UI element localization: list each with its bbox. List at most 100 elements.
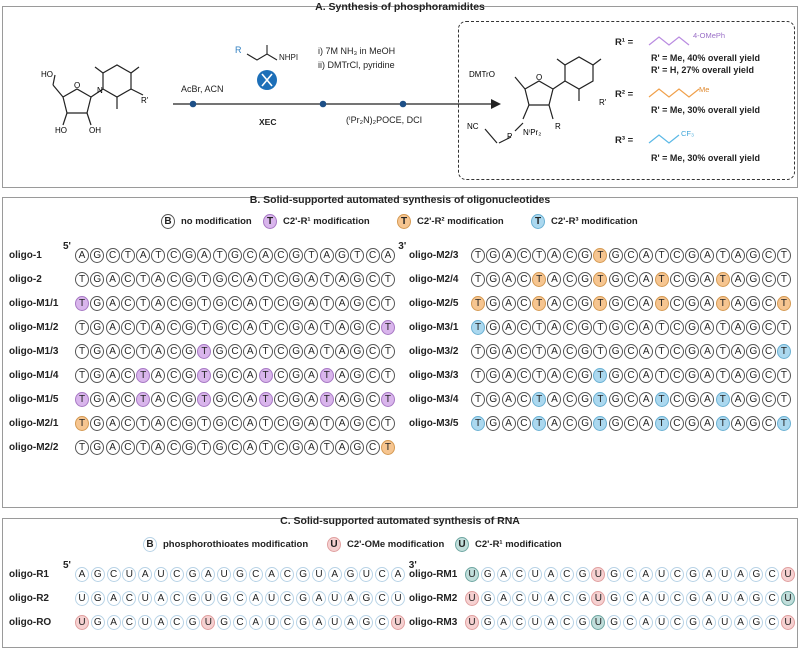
nucleotide: G xyxy=(749,591,764,606)
nucleotide: A xyxy=(380,248,395,263)
nucleotide: C xyxy=(365,272,380,287)
nucleotide: G xyxy=(746,368,761,383)
nucleotide: A xyxy=(151,272,166,287)
nucleotide: T xyxy=(471,272,485,287)
nucleotide: C xyxy=(623,296,638,311)
nucleotide: G xyxy=(575,591,590,606)
nucleotide: A xyxy=(501,296,516,311)
nucleotide: T xyxy=(593,344,608,359)
nucleotide: C xyxy=(562,392,577,407)
nucleotide: A xyxy=(335,344,350,359)
nucleotide: C xyxy=(166,296,181,311)
nucleotide: T xyxy=(136,440,151,455)
nucleotide: A xyxy=(105,440,120,455)
nucleotide: G xyxy=(232,567,247,582)
nucleotide: C xyxy=(669,368,684,383)
nucleotide: C xyxy=(166,344,181,359)
nucleotide: G xyxy=(350,296,365,311)
nucleotide: C xyxy=(669,272,684,287)
nucleotide: A xyxy=(153,591,168,606)
nucleotide: T xyxy=(654,248,669,263)
r1-chain xyxy=(648,36,690,46)
nucleotide: C xyxy=(169,615,184,630)
legend-swatch: B xyxy=(161,214,175,229)
r1-label: R¹ = xyxy=(615,37,634,48)
nucleotide: G xyxy=(686,567,701,582)
nucleotide: T xyxy=(776,272,791,287)
nucleotide: C xyxy=(761,296,776,311)
nucleotide: C xyxy=(227,416,242,431)
nucleotide: A xyxy=(304,320,319,335)
nucleotide: A xyxy=(639,272,654,287)
nucleotide: A xyxy=(496,615,511,630)
nucleotide: T xyxy=(258,296,273,311)
nucleotide: G xyxy=(578,296,593,311)
legend-swatch: B xyxy=(143,537,157,552)
nucleotide: T xyxy=(776,416,791,431)
uridine-structure: HO HO OH O N R' xyxy=(41,64,149,135)
nucleotide: T xyxy=(75,272,89,287)
nucleotide: A xyxy=(731,296,746,311)
nucleotide: U xyxy=(327,591,342,606)
nucleotide: T xyxy=(593,296,608,311)
nucleotide: G xyxy=(480,591,495,606)
nucleotide: C xyxy=(273,440,288,455)
nucleotide: A xyxy=(731,416,746,431)
nucleotide: G xyxy=(212,344,227,359)
nucleotide: G xyxy=(486,296,501,311)
nucleotide: A xyxy=(319,248,334,263)
nucleotide: U xyxy=(75,591,89,606)
nucleotide: U xyxy=(465,567,479,582)
nucleotide: T xyxy=(471,392,485,407)
nucleotide: A xyxy=(731,272,746,287)
nucleotide: T xyxy=(715,416,730,431)
nucleotide: G xyxy=(686,591,701,606)
nucleotide: A xyxy=(638,615,653,630)
nucleotide: G xyxy=(90,344,105,359)
nucleotide: G xyxy=(607,567,622,582)
nucleotide: T xyxy=(136,392,151,407)
nucleotide: C xyxy=(243,248,258,263)
nucleotide: A xyxy=(335,272,350,287)
nucleotide: G xyxy=(749,615,764,630)
nucleotide: C xyxy=(166,416,181,431)
nucleotide: T xyxy=(593,416,608,431)
nucleotide: T xyxy=(715,320,730,335)
nucleotide: A xyxy=(547,272,562,287)
step2a-label: i) 7M NH₃ in MeOH xyxy=(318,46,396,56)
nucleotide: C xyxy=(562,368,577,383)
nucleotide: C xyxy=(516,344,531,359)
nucleotide: T xyxy=(593,248,608,263)
nucleotide: C xyxy=(227,272,242,287)
oligo-name: oligo-2 xyxy=(9,274,42,285)
nucleotide: A xyxy=(153,615,168,630)
nucleotide: U xyxy=(138,615,153,630)
nucleotide: U xyxy=(654,615,669,630)
nucleotide: A xyxy=(731,392,746,407)
nucleotide: C xyxy=(512,591,527,606)
nucleotide: U xyxy=(201,591,216,606)
nucleotide: G xyxy=(289,392,304,407)
nucleotide: C xyxy=(669,296,684,311)
nucleotide: A xyxy=(343,615,358,630)
nucleotide: U xyxy=(528,567,543,582)
nucleotide: C xyxy=(512,615,527,630)
nucleotide: U xyxy=(264,591,279,606)
nucleotide: A xyxy=(731,368,746,383)
nucleotide: G xyxy=(212,320,227,335)
nucleotide: U xyxy=(780,567,795,582)
nucleotide: C xyxy=(166,440,181,455)
nucleotide: C xyxy=(559,615,574,630)
nucleotide: G xyxy=(182,416,197,431)
panel-b-title: B. Solid-supported automated synthesis o… xyxy=(249,194,551,206)
nucleotide: C xyxy=(273,392,288,407)
nucleotide: T xyxy=(380,344,395,359)
prod-p: P xyxy=(507,132,512,141)
nucleotide: T xyxy=(136,296,151,311)
nucleotide: A xyxy=(547,344,562,359)
